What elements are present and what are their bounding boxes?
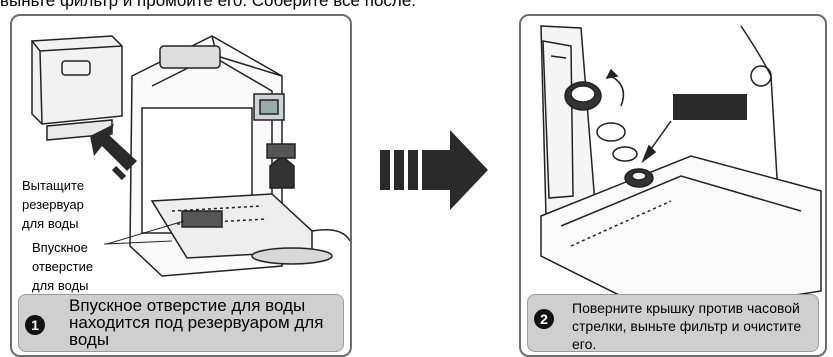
label-water-inlet: Впускное отверстие для воды (32, 238, 93, 295)
redacted-label-block (673, 94, 747, 120)
label-remove-tank: Вытащите резервуар для воды (22, 176, 84, 233)
faded-label: е (697, 123, 703, 135)
step-1-caption: Впускное отверстие для воды находится по… (69, 297, 339, 348)
step-2-number-badge: 2 (534, 309, 554, 329)
header-instruction: выньте фильтр и промойте его. Соберите в… (0, 0, 416, 11)
next-step-arrow-icon (380, 130, 490, 210)
step-1-number-badge: 1 (25, 315, 45, 335)
step-2-panel: е 2 Поверните крышку против часовой стре… (519, 14, 827, 357)
step-1-caption-box: 1 Впускное отверстие для воды находится … (18, 294, 344, 352)
step-1-panel: Вытащите резервуар для воды Впускное отв… (10, 14, 352, 357)
step-2-caption: Поверните крышку против часовой стрелки,… (572, 299, 812, 353)
step-2-caption-box: 2 Поверните крышку против часовой стрелк… (527, 294, 819, 352)
